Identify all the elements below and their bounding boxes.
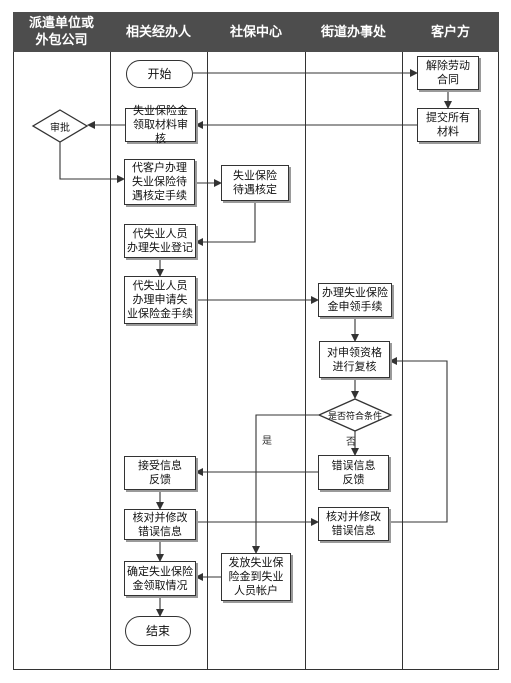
lane-header-social-center: 社保中心 xyxy=(207,12,305,52)
end-node: 结束 xyxy=(125,616,191,646)
qualified-decision-label: 是否符合条件 xyxy=(327,411,382,422)
lane-divider xyxy=(110,12,111,670)
receive-feedback-node: 接受信息 反馈 xyxy=(124,456,196,490)
pay-benefit-node: 发放失业保 险金到失业 人员帐户 xyxy=(221,553,291,601)
recheck-qualification-node: 对申领资格 进行复核 xyxy=(319,341,390,378)
edge-approve-to-handle xyxy=(59,142,125,183)
lane-divider xyxy=(402,12,403,670)
handle-verification-node: 代客户办理 失业保险待 遇核定手续 xyxy=(124,159,195,205)
edge-verify-right-to-recheck xyxy=(389,357,448,523)
lane-divider xyxy=(207,12,208,670)
start-node: 开始 xyxy=(126,60,193,88)
edge-benefit-to-registration xyxy=(195,202,256,246)
benefit-verification-node: 失业保险 待遇核定 xyxy=(221,165,289,201)
street-apply-procedure-node: 办理失业保险 金申领手续 xyxy=(318,283,392,317)
verify-modify-right-node: 核对并修改 错误信息 xyxy=(318,507,389,541)
lane-divider xyxy=(305,12,306,670)
error-info-node: 错误信息 反馈 xyxy=(318,455,389,490)
lane-header-dispatch: 派遣单位或 外包公司 xyxy=(13,12,110,52)
approve-decision-label: 审批 xyxy=(50,122,70,134)
apply-procedure-node: 代失业人员 办理申请失 业保险金手续 xyxy=(124,276,196,324)
verify-modify-left-node: 核对并修改 错误信息 xyxy=(124,509,196,540)
lane-header-street-office: 街道办事处 xyxy=(305,12,402,52)
unemployment-registration-node: 代失业人员 办理失业登记 xyxy=(124,224,196,258)
lane-header-handler: 相关经办人 xyxy=(110,12,207,52)
no-label: 否 xyxy=(346,437,356,448)
submit-materials-node: 提交所有 材料 xyxy=(417,108,479,142)
edge-decision-yes xyxy=(252,414,319,554)
review-materials-node: 失业保险金 领取材料审核 xyxy=(125,104,196,145)
terminate-contract-node: 解除劳动 合同 xyxy=(417,56,479,90)
yes-label: 是 xyxy=(262,436,272,447)
confirm-status-node: 确定失业保险 金领取情况 xyxy=(124,561,196,596)
lane-header-client: 客户方 xyxy=(402,12,499,52)
